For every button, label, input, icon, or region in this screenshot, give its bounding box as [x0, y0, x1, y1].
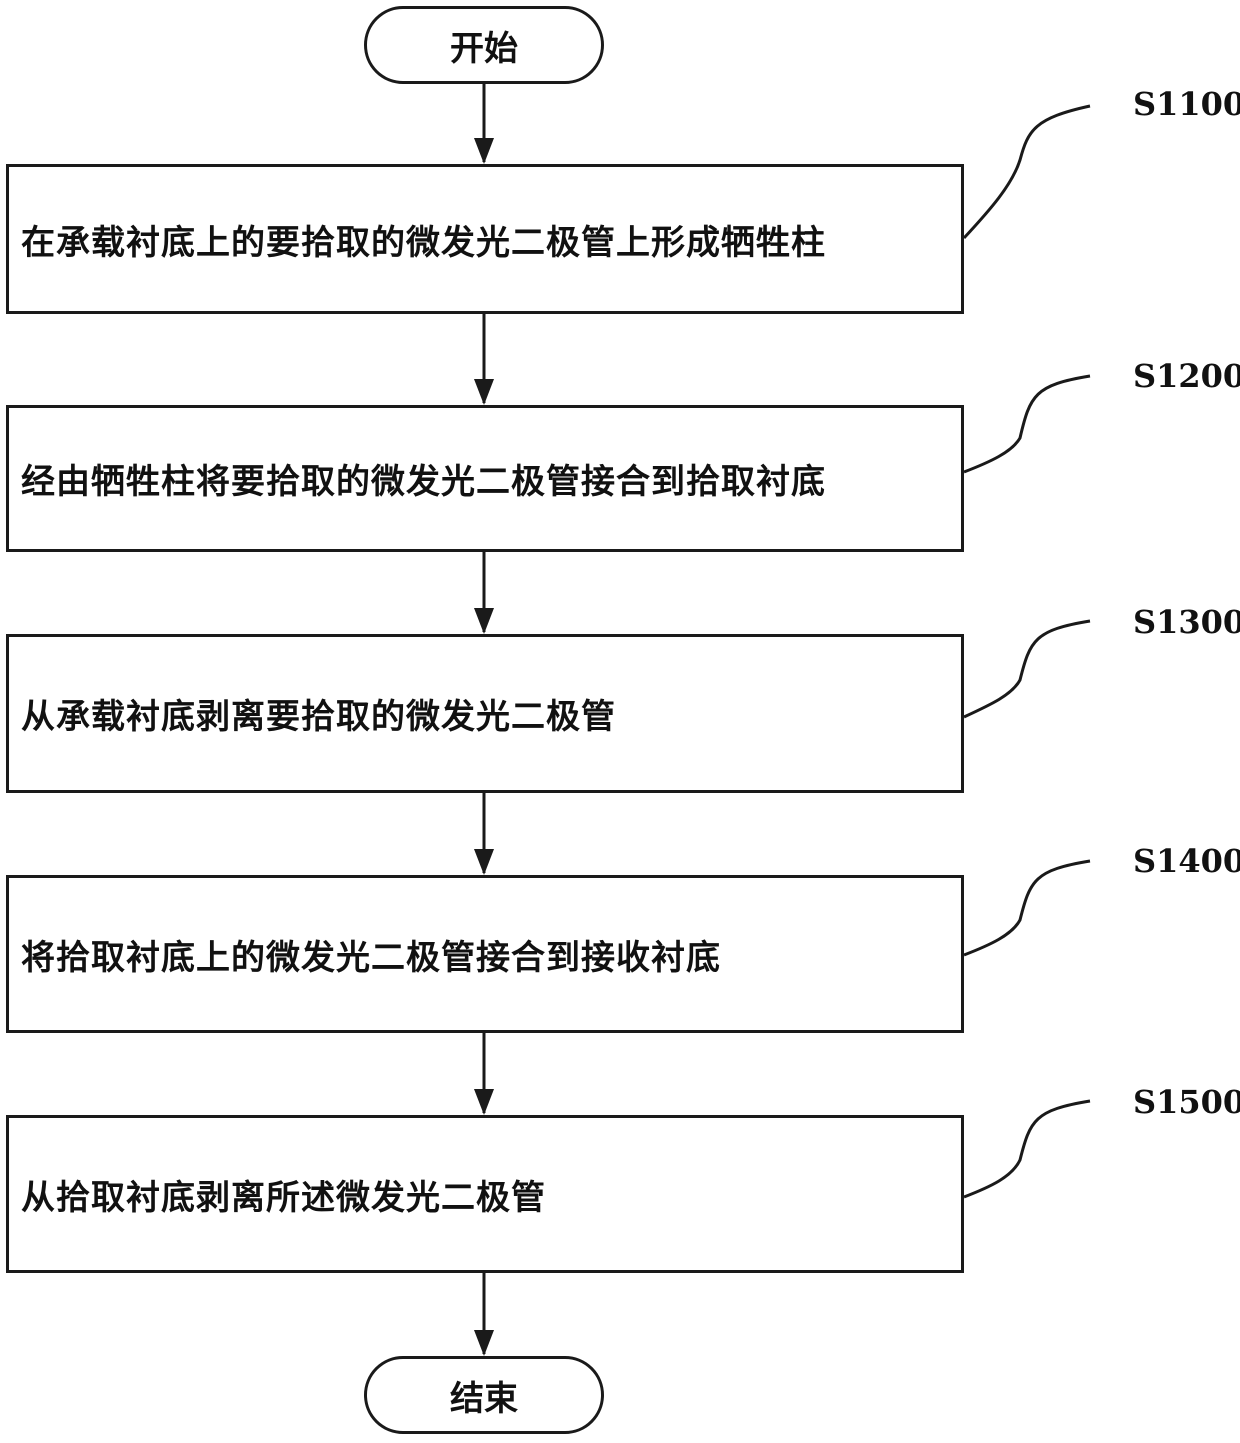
arrowhead-1	[474, 138, 494, 164]
arrowhead-4	[474, 849, 494, 875]
leader-s1300	[964, 621, 1090, 717]
step-box-s1400: 将拾取衬底上的微发光二极管接合到接收衬底	[6, 875, 964, 1033]
arrowhead-5	[474, 1089, 494, 1115]
step-id-s1100: S1100	[1133, 88, 1240, 120]
step-text-s1100: 在承载衬底上的要拾取的微发光二极管上形成牺牲柱	[21, 215, 826, 264]
step-text-s1200: 经由牺牲柱将要拾取的微发光二极管接合到拾取衬底	[21, 454, 826, 503]
step-box-s1300: 从承载衬底剥离要拾取的微发光二极管	[6, 634, 964, 793]
leader-s1400	[964, 861, 1090, 955]
leader-s1500	[964, 1101, 1090, 1197]
step-id-s1300: S1300	[1133, 606, 1240, 638]
step-text-s1400: 将拾取衬底上的微发光二极管接合到接收衬底	[21, 930, 721, 979]
step-id-s1400: S1400	[1133, 845, 1240, 877]
arrowhead-2	[474, 379, 494, 405]
step-text-s1300: 从承载衬底剥离要拾取的微发光二极管	[21, 689, 616, 738]
leader-s1200	[964, 376, 1090, 472]
step-text-s1500: 从拾取衬底剥离所述微发光二极管	[21, 1170, 546, 1219]
step-id-s1500: S1500	[1133, 1086, 1240, 1118]
end-label: 结束	[450, 1371, 518, 1420]
start-label: 开始	[450, 21, 518, 70]
step-box-s1100: 在承载衬底上的要拾取的微发光二极管上形成牺牲柱	[6, 164, 964, 314]
step-box-s1500: 从拾取衬底剥离所述微发光二极管	[6, 1115, 964, 1273]
leader-s1100	[964, 106, 1090, 238]
arrowhead-6	[474, 1330, 494, 1356]
arrowhead-3	[474, 608, 494, 634]
end-terminal: 结束	[364, 1356, 604, 1434]
step-id-s1200: S1200	[1133, 360, 1240, 392]
step-box-s1200: 经由牺牲柱将要拾取的微发光二极管接合到拾取衬底	[6, 405, 964, 552]
start-terminal: 开始	[364, 6, 604, 84]
